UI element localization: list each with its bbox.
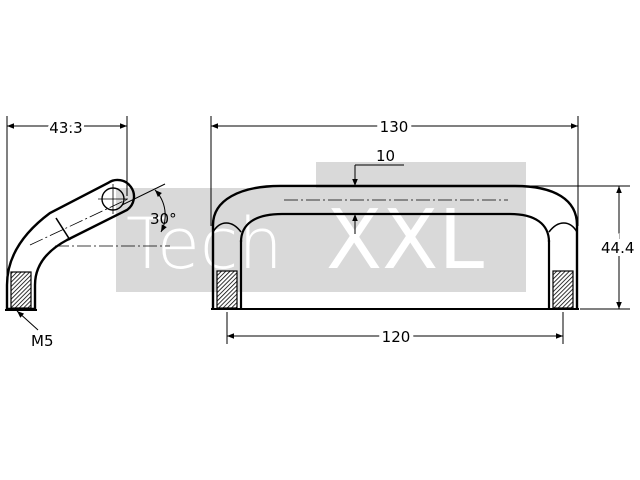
dim-angle-ext: [121, 183, 166, 206]
side-view-outline: [5, 178, 136, 311]
front-view: 130 10 44.4 120: [210, 114, 637, 350]
side-view-thread: [10, 271, 32, 309]
side-view-centerline-arm: [29, 198, 129, 246]
dim-angle-arc: [154, 189, 167, 233]
dim-angle-label: 30°: [150, 210, 177, 228]
watermark-box-left: [116, 188, 316, 292]
watermark-text-xxl: XXL: [326, 193, 484, 288]
dim-width-label: 130: [380, 118, 409, 136]
side-view: 43.3 30° M5: [5, 116, 177, 350]
dim-height-label: 44.4: [601, 239, 634, 257]
dim-depth-label: 43.3: [49, 119, 82, 137]
thread-leader: [16, 310, 39, 331]
front-view-left-thread: [216, 270, 238, 309]
side-view-seam: [55, 217, 71, 241]
watermark-box-right: [316, 162, 526, 292]
front-view-inner-outline: [239, 212, 551, 243]
thread-label: M5: [31, 332, 54, 350]
front-view-left-seam: [212, 222, 242, 233]
front-view-right-seam: [548, 222, 578, 233]
front-view-right-thread: [552, 270, 574, 309]
watermark: Tech XXL: [116, 162, 526, 292]
watermark-text-tech: Tech: [126, 203, 283, 285]
front-view-outer-outline: [211, 184, 579, 308]
dim-bar-label: 10: [376, 147, 395, 165]
dim-center-label: 120: [382, 328, 411, 346]
